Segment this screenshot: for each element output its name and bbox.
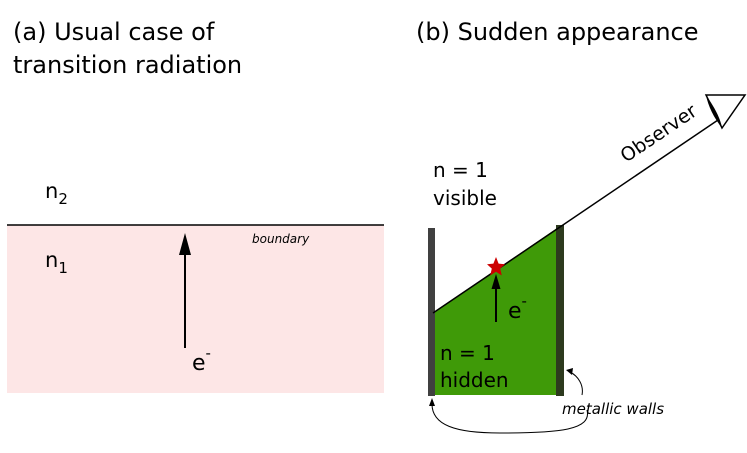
hidden-label-line2: hidden — [440, 368, 509, 392]
hidden-label-line1: n = 1 — [440, 341, 495, 365]
wall-pointer-left — [431, 403, 588, 434]
electron-arrow-a-head — [179, 233, 191, 255]
wall-pointer-left-head — [429, 398, 435, 406]
panel-b-title: (b) Sudden appearance — [416, 18, 699, 46]
boundary-label: boundary — [252, 232, 310, 246]
metallic-walls-label: metallic walls — [562, 400, 664, 418]
visible-label-line1: n = 1 — [433, 158, 488, 182]
n1-label: n1 — [45, 248, 68, 277]
hidden-region — [433, 228, 562, 395]
medium-n1-region — [7, 225, 384, 393]
observer-eye-icon — [704, 94, 747, 130]
panel-b: (b) Sudden appearance Observer n = 1 vis… — [416, 18, 747, 434]
electron-arrow-b-head — [491, 274, 501, 289]
wall-pointer-right — [569, 371, 583, 396]
emission-star-icon — [487, 257, 505, 276]
left-metallic-wall — [428, 228, 435, 396]
wall-pointer-right-head — [566, 368, 573, 375]
panel-a-title-line2: transition radiation — [13, 51, 242, 79]
observer-sightline — [432, 119, 719, 314]
electron-label-b: e- — [508, 292, 527, 324]
observer-label: Observer — [616, 100, 701, 167]
visible-label-line2: visible — [433, 186, 497, 210]
n2-label: n2 — [45, 179, 68, 208]
panel-a: (a) Usual case of transition radiation n… — [7, 18, 384, 393]
panel-a-title-line1: (a) Usual case of — [13, 18, 215, 46]
right-metallic-wall — [556, 225, 564, 396]
electron-label-a: e- — [192, 344, 211, 376]
